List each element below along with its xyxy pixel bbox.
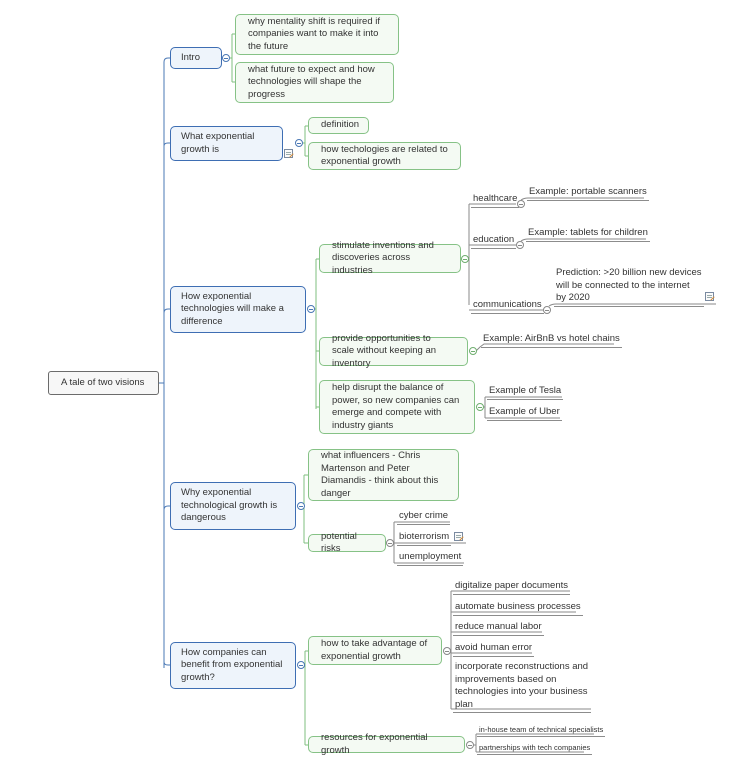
growth-technologies[interactable]: how techologies are related to exponenti…	[308, 142, 461, 170]
topic-exponential-difference-label: How exponential technologies will make a…	[181, 290, 284, 327]
collapse-toggle-icon[interactable]	[543, 306, 551, 314]
collapse-toggle-icon[interactable]	[443, 647, 451, 655]
leaf-tech-partnerships[interactable]: partnerships with tech companies	[477, 743, 593, 755]
leaf-cyber-crime[interactable]: cyber crime	[397, 510, 451, 525]
topic-companies-benefit-label: How companies can benefit from exponenti…	[181, 646, 283, 683]
growth-definition[interactable]: definition	[308, 117, 369, 134]
note-icon[interactable]	[705, 292, 714, 301]
topic-companies-benefit[interactable]: How companies can benefit from exponenti…	[170, 642, 296, 689]
growth-technologies-label: how techologies are related to exponenti…	[321, 143, 448, 168]
leaf-bioterrorism[interactable]: bioterrorism	[397, 531, 452, 546]
leaf-unemployment-label: unemployment	[399, 551, 462, 562]
intro-child-2[interactable]: what future to expect and how technologi…	[235, 62, 394, 103]
leaf-education[interactable]: education	[471, 234, 517, 249]
leaf-unemployment[interactable]: unemployment	[397, 551, 464, 566]
leaf-tesla-example-label: Example of Tesla	[489, 385, 562, 396]
leaf-healthcare-example[interactable]: Example: portable scanners	[527, 186, 649, 201]
leaf-education-example-label: Example: tablets for children	[528, 227, 648, 238]
topic-exponential-growth-label: What exponential growth is	[181, 131, 255, 155]
intro-child-1-label: why mentality shift is required if compa…	[248, 15, 380, 52]
leaf-healthcare-label: healthcare	[473, 193, 518, 204]
leaf-digitalize-documents-label: digitalize paper documents	[455, 580, 569, 591]
collapse-toggle-icon[interactable]	[297, 661, 305, 669]
leaf-avoid-human-error-label: avoid human error	[455, 642, 533, 653]
leaf-automate-processes-label: automate business processes	[455, 601, 581, 612]
growth-definition-label: definition	[321, 119, 360, 131]
resources-growth[interactable]: resources for exponential growth	[308, 732, 465, 756]
leaf-incorporate-reconstructions-label: incorporate reconstructions and improvem…	[455, 661, 589, 710]
leaf-cyber-crime-label: cyber crime	[399, 510, 449, 521]
leaf-avoid-human-error[interactable]: avoid human error	[453, 642, 535, 657]
collapse-toggle-icon[interactable]	[516, 241, 524, 249]
note-icon[interactable]	[284, 149, 293, 158]
collapse-toggle-icon[interactable]	[466, 741, 474, 749]
leaf-incorporate-reconstructions[interactable]: incorporate reconstructions and improvem…	[453, 661, 591, 713]
topic-intro-label: Intro	[181, 51, 201, 63]
leaf-communications-prediction[interactable]: Prediction: >20 billion new devices will…	[554, 267, 704, 307]
take-advantage[interactable]: how to take advantage of exponential gro…	[308, 636, 442, 665]
collapse-toggle-icon[interactable]	[386, 539, 394, 547]
leaf-in-house-team-label: in-house team of technical specialists	[479, 725, 604, 734]
collapse-toggle-icon[interactable]	[517, 200, 525, 208]
influencers-danger-label: what influencers - Chris Martenson and P…	[321, 450, 439, 499]
leaf-communications-label: communications	[473, 299, 542, 310]
influencers-danger[interactable]: what influencers - Chris Martenson and P…	[308, 449, 459, 501]
topic-exponential-difference[interactable]: How exponential technologies will make a…	[170, 286, 306, 333]
leaf-uber-example-label: Example of Uber	[489, 406, 560, 417]
leaf-airbnb-example-label: Example: AirBnB vs hotel chains	[483, 333, 620, 344]
leaf-reduce-manual-labor-label: reduce manual labor	[455, 621, 542, 632]
leaf-in-house-team[interactable]: in-house team of technical specialists	[477, 725, 606, 737]
leaf-automate-processes[interactable]: automate business processes	[453, 601, 583, 616]
collapse-toggle-icon[interactable]	[461, 255, 469, 263]
stimulate-inventions-label: stimulate inventions and discoveries acr…	[332, 239, 434, 276]
note-icon[interactable]	[454, 532, 463, 541]
leaf-education-example[interactable]: Example: tablets for children	[526, 227, 650, 242]
collapse-toggle-icon[interactable]	[222, 54, 230, 62]
topic-growth-dangerous[interactable]: Why exponential technological growth is …	[170, 482, 296, 530]
collapse-toggle-icon[interactable]	[469, 347, 477, 355]
disrupt-balance-label: help disrupt the balance of power, so ne…	[332, 382, 460, 431]
scale-opportunities[interactable]: provide opportunities to scale without k…	[319, 333, 468, 369]
potential-risks[interactable]: potential risks	[308, 531, 386, 554]
intro-child-1[interactable]: why mentality shift is required if compa…	[235, 14, 399, 55]
resources-growth-label: resources for exponential growth	[321, 732, 428, 756]
leaf-tech-partnerships-label: partnerships with tech companies	[479, 743, 591, 752]
collapse-toggle-icon[interactable]	[297, 502, 305, 510]
collapse-toggle-icon[interactable]	[476, 403, 484, 411]
stimulate-inventions[interactable]: stimulate inventions and discoveries acr…	[319, 240, 461, 276]
leaf-bioterrorism-label: bioterrorism	[399, 531, 450, 542]
topic-exponential-growth[interactable]: What exponential growth is	[170, 126, 283, 161]
take-advantage-label: how to take advantage of exponential gro…	[321, 638, 428, 662]
leaf-education-label: education	[473, 234, 515, 245]
topic-growth-dangerous-label: Why exponential technological growth is …	[181, 487, 278, 524]
scale-opportunities-label: provide opportunities to scale without k…	[332, 332, 437, 369]
collapse-toggle-icon[interactable]	[295, 139, 303, 147]
leaf-healthcare-example-label: Example: portable scanners	[529, 186, 647, 197]
leaf-communications-prediction-label: Prediction: >20 billion new devices will…	[556, 267, 702, 303]
leaf-reduce-manual-labor[interactable]: reduce manual labor	[453, 621, 544, 636]
leaf-tesla-example[interactable]: Example of Tesla	[487, 385, 564, 400]
leaf-uber-example[interactable]: Example of Uber	[487, 406, 562, 421]
root-topic-label: A tale of two visions	[61, 376, 145, 388]
potential-risks-label: potential risks	[321, 530, 357, 555]
collapse-toggle-icon[interactable]	[307, 305, 315, 313]
topic-intro[interactable]: Intro	[170, 47, 222, 69]
leaf-airbnb-example[interactable]: Example: AirBnB vs hotel chains	[481, 333, 622, 348]
leaf-healthcare[interactable]: healthcare	[471, 193, 520, 208]
leaf-digitalize-documents[interactable]: digitalize paper documents	[453, 580, 571, 595]
intro-child-2-label: what future to expect and how technologi…	[248, 63, 375, 100]
root-topic[interactable]: A tale of two visions	[48, 371, 159, 395]
leaf-communications[interactable]: communications	[471, 299, 544, 314]
disrupt-balance[interactable]: help disrupt the balance of power, so ne…	[319, 380, 475, 434]
